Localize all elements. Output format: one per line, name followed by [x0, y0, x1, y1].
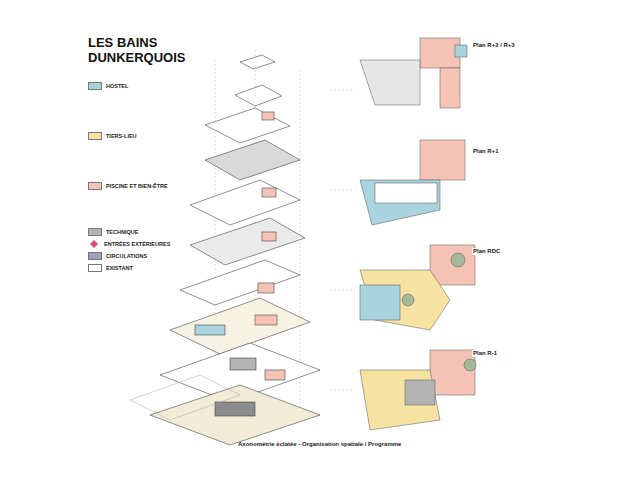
legend-swatch: [88, 252, 102, 260]
plan-label: Plan R+1: [472, 148, 500, 155]
plan-label: Plan RDC: [472, 248, 501, 255]
plan-label: Plan R+2 / R+3: [472, 42, 516, 49]
legend-row: HOSTEL: [88, 82, 128, 90]
board-caption: Axonométrie éclatée - Organisation spati…: [238, 441, 401, 448]
legend-row: EXISTANT: [88, 264, 133, 272]
legend-text: PISCINE ET BIEN-ÊTRE: [106, 183, 168, 189]
legend-text: ENTRÉES EXTÉRIEURES: [104, 241, 170, 247]
legend-swatch: [88, 228, 102, 236]
legend-text: EXISTANT: [106, 265, 133, 271]
legend-swatch: [88, 82, 102, 90]
legend-swatch: [88, 132, 102, 140]
legend-text: CIRCULATIONS: [106, 253, 147, 259]
plan-label: Plan R-1: [472, 350, 498, 357]
legend-row: PISCINE ET BIEN-ÊTRE: [88, 182, 168, 190]
legend-row: ENTRÉES EXTÉRIEURES: [88, 240, 170, 248]
board-title: LES BAINS DUNKERQUOIS: [88, 36, 198, 66]
legend-row: CIRCULATIONS: [88, 252, 147, 260]
legend-text: TECHNIQUE: [106, 229, 138, 235]
entrance-symbol: [88, 240, 100, 248]
legend-row: TIERS-LIEU: [88, 132, 137, 140]
legend-text: HOSTEL: [106, 83, 128, 89]
legend-text: TIERS-LIEU: [106, 133, 137, 139]
legend-swatch: [88, 264, 102, 272]
legend-row: TECHNIQUE: [88, 228, 138, 236]
legend-swatch: [88, 182, 102, 190]
